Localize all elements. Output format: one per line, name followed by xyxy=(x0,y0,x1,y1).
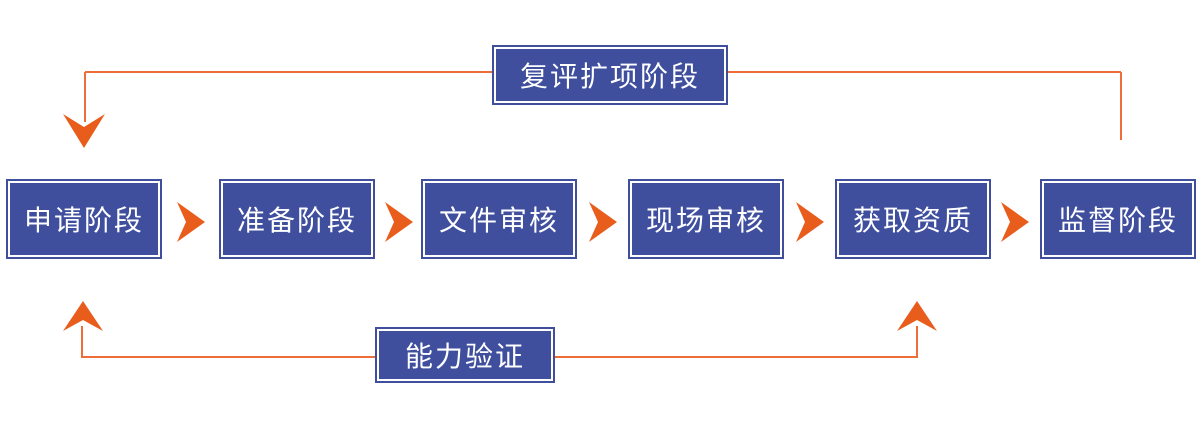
box-site-review: 现场审核 xyxy=(630,181,782,257)
flow-arrow-icon xyxy=(589,202,617,242)
connector-line xyxy=(916,326,918,358)
box-proficiency-testing: 能力验证 xyxy=(377,329,553,381)
connector-line xyxy=(553,356,918,358)
box-obtain-qualification: 获取资质 xyxy=(837,181,989,257)
arrow-down-icon xyxy=(63,114,105,148)
box-document-review: 文件审核 xyxy=(423,181,575,257)
flow-arrow-icon xyxy=(177,202,205,242)
connector-line xyxy=(81,326,83,358)
box-apply-stage: 申请阶段 xyxy=(8,181,160,257)
connector-line xyxy=(81,356,377,358)
flow-arrow-icon xyxy=(796,202,824,242)
arrow-up-icon xyxy=(897,301,937,331)
connector-line xyxy=(727,71,1121,73)
flow-arrow-icon xyxy=(385,202,413,242)
connector-line xyxy=(1120,72,1122,140)
arrow-up-icon xyxy=(63,301,103,331)
flow-arrow-icon xyxy=(1001,202,1029,242)
box-prepare-stage: 准备阶段 xyxy=(221,181,373,257)
connector-line xyxy=(85,71,492,73)
box-reassessment-expansion-stage: 复评扩项阶段 xyxy=(494,47,726,103)
connector-line xyxy=(84,72,86,122)
box-supervision-stage: 监督阶段 xyxy=(1042,181,1194,257)
